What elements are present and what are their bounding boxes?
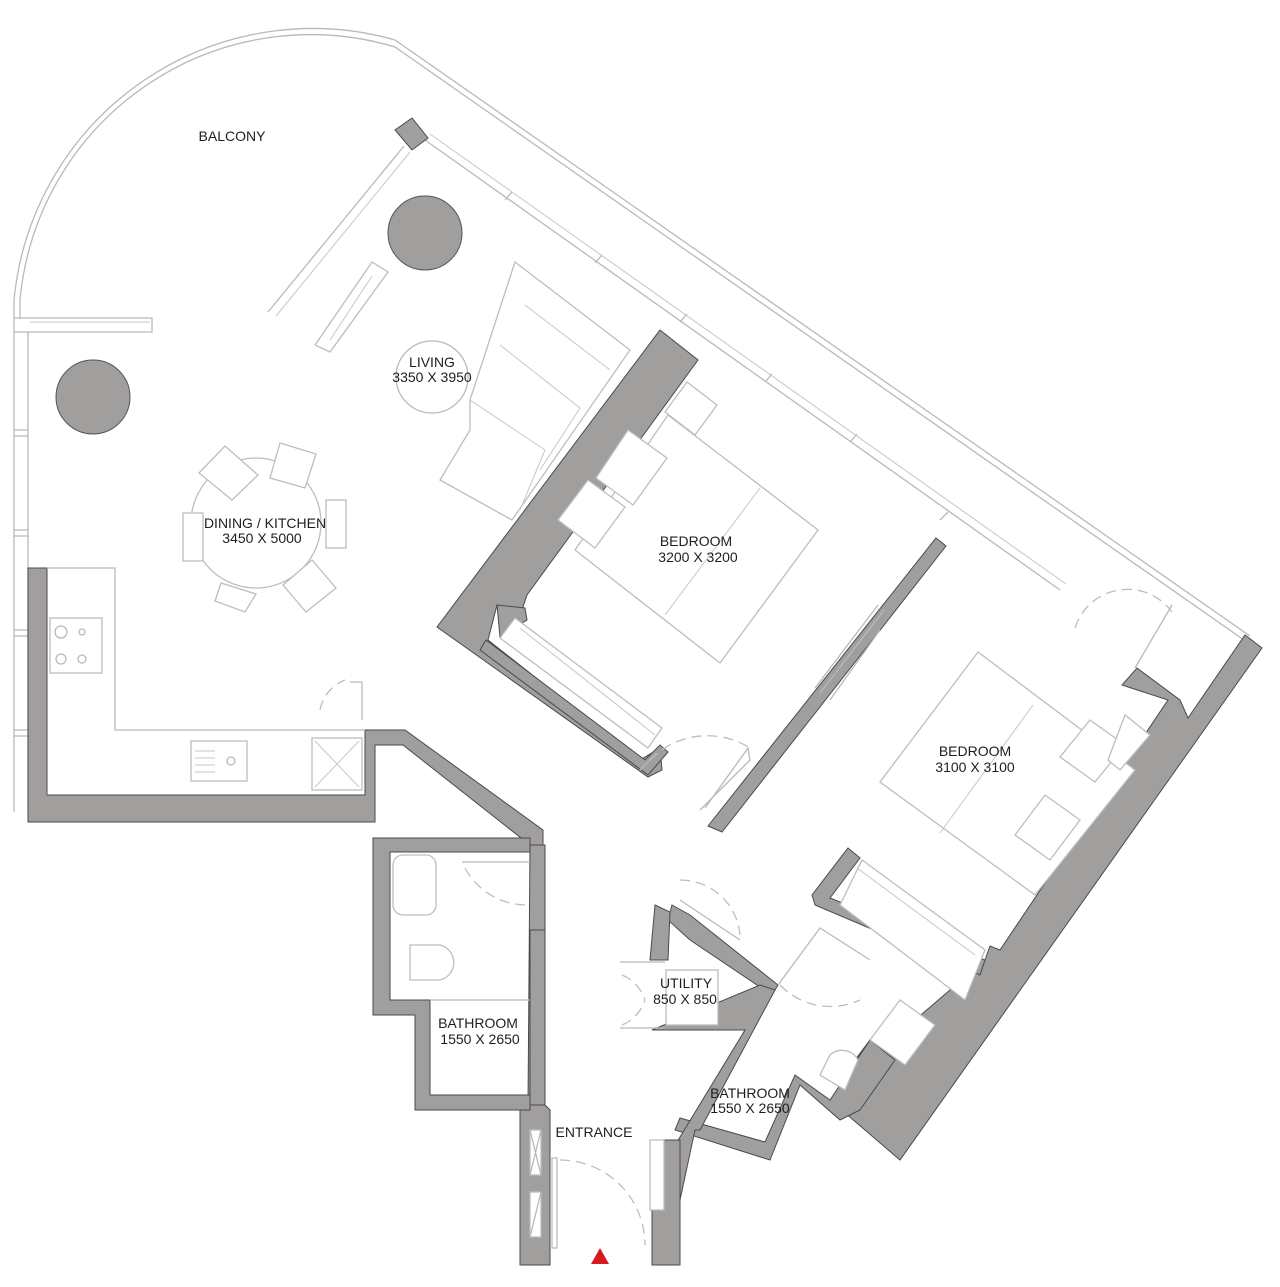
walls — [27, 117, 1263, 1266]
label-bedroom1-size: 3200 X 3200 — [658, 549, 738, 565]
entrance-arrow-icon — [591, 1248, 609, 1264]
living-furniture — [314, 260, 631, 521]
dining-furniture — [182, 442, 347, 613]
label-utility-size: 850 X 850 — [653, 991, 717, 1007]
living-rug — [395, 340, 469, 414]
glazing — [13, 133, 1067, 812]
label-bathroom1: BATHROOM — [438, 1015, 518, 1031]
label-bathroom2: BATHROOM — [710, 1085, 790, 1101]
label-living-size: 3350 X 3950 — [392, 369, 472, 385]
wc-2 — [819, 1049, 859, 1091]
corner-column — [394, 117, 429, 151]
entrance-fixtures — [529, 879, 741, 1249]
label-bathroom1-size: 1550 X 2650 — [440, 1031, 520, 1047]
balcony-outline — [13, 27, 1251, 641]
label-living: LIVING — [409, 354, 455, 370]
label-utility: UTILITY — [660, 975, 713, 991]
bathroom1-fixtures — [392, 854, 530, 1001]
utility-fixtures — [620, 961, 719, 1029]
label-bedroom2-size: 3100 X 3100 — [935, 759, 1015, 775]
label-bathroom2-size: 1550 X 2650 — [710, 1100, 790, 1116]
interior-lines — [47, 567, 751, 811]
kitchen-furniture — [49, 617, 363, 791]
bathroom2-fixtures — [777, 927, 936, 1091]
label-dining: DINING / KITCHEN — [204, 515, 326, 531]
dining-column — [55, 359, 131, 435]
label-dining-size: 3450 X 5000 — [222, 530, 302, 546]
tub-1 — [392, 854, 437, 916]
living-column — [387, 195, 463, 271]
wc-1 — [409, 944, 455, 981]
label-bedroom2: BEDROOM — [939, 743, 1011, 759]
sink — [190, 740, 248, 782]
room-labels: BALCONY LIVING 3350 X 3950 DINING / KITC… — [199, 128, 1015, 1140]
label-balcony: BALCONY — [199, 128, 267, 144]
tub-2 — [869, 999, 936, 1066]
label-bedroom1: BEDROOM — [660, 533, 732, 549]
bedroom1-furniture — [499, 381, 819, 761]
bedroom2-furniture — [814, 588, 1173, 1002]
label-entrance: ENTRANCE — [555, 1124, 632, 1140]
